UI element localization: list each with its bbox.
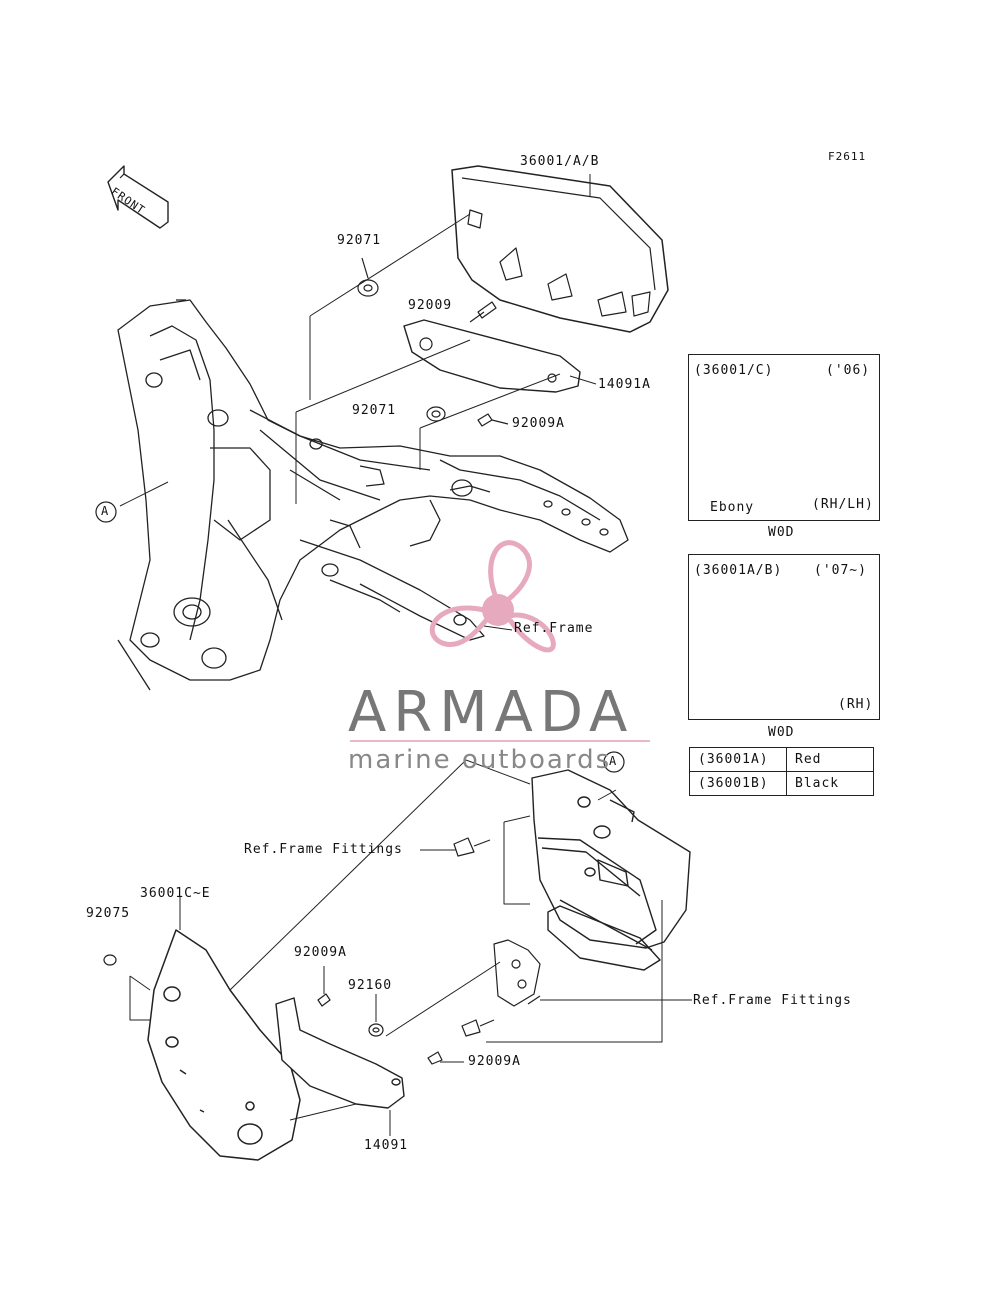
callout-g: Ref.Frame <box>514 621 594 636</box>
table-cell-code: (36001A) <box>689 747 787 772</box>
bolt-lower-right <box>453 837 495 1037</box>
grommet-upper <box>357 257 379 297</box>
washer-lower <box>103 954 443 1065</box>
inset-top-box <box>688 354 880 521</box>
grommet-middle <box>426 406 446 422</box>
inset-top-side: (RH/LH) <box>812 497 874 512</box>
callout-b: 92071 <box>337 233 382 248</box>
ref-marker-right-circle <box>603 751 625 773</box>
ref-marker-right: A <box>609 754 618 768</box>
inset-top-code: (36001/C) <box>694 363 774 378</box>
inset-top-caption: W0D <box>768 525 795 540</box>
leader-lines-lower <box>129 759 692 1136</box>
color-code-table: (36001A) Red (36001B) Black <box>689 747 874 796</box>
ref-marker-left: A <box>101 504 110 518</box>
watermark-tagline: marine outboards <box>348 745 612 775</box>
inset-top-year: ('06) <box>826 363 871 378</box>
cover-plate-upper <box>403 319 581 393</box>
leader-lines-top <box>119 174 597 631</box>
bracket-lower <box>493 939 541 1007</box>
callout-f: 92009A <box>512 416 565 431</box>
callout-k: 92009A <box>294 945 347 960</box>
callout-i: 36001C~E <box>140 886 211 901</box>
table-row: (36001B) Black <box>689 771 874 796</box>
callout-h: Ref.Frame Fittings <box>244 842 403 857</box>
cover-plate-lower <box>275 997 405 1109</box>
callout-m: 92009A <box>468 1054 521 1069</box>
callout-n: 14091 <box>364 1138 409 1153</box>
table-cell-color: Red <box>786 747 874 772</box>
figure-code: F2611 <box>828 150 867 163</box>
inset-top-color-note: Ebony <box>710 500 755 515</box>
table-cell-code: (36001B) <box>689 771 787 796</box>
watermark-brand: ARMADA <box>348 680 635 745</box>
motorcycle-frame <box>117 299 629 691</box>
front-arrow-icon <box>107 165 169 229</box>
callout-d: 14091A <box>598 377 651 392</box>
bolt-middle <box>477 413 509 427</box>
inset-bottom-side: (RH) <box>838 697 874 712</box>
inset-bottom-box <box>688 554 880 720</box>
callout-c: 92009 <box>408 298 453 313</box>
table-row: (36001A) Red <box>689 747 874 772</box>
callout-e: 92071 <box>352 403 397 418</box>
bolt-upper <box>469 301 497 323</box>
callout-a: 36001/A/B <box>520 154 600 169</box>
callout-o: Ref.Frame Fittings <box>693 993 852 1008</box>
callout-j: 92075 <box>86 906 131 921</box>
inset-bottom-year: ('07~) <box>814 563 867 578</box>
inner-cover-lower <box>531 769 691 971</box>
callout-l: 92160 <box>348 978 393 993</box>
inset-bottom-caption: W0D <box>768 725 795 740</box>
table-cell-color: Black <box>786 771 874 796</box>
side-cover-upper <box>451 165 669 333</box>
side-cover-lower <box>147 929 301 1161</box>
watermark-divider <box>350 740 650 742</box>
propeller-logo-icon <box>429 540 556 653</box>
ref-marker-left-circle <box>95 501 117 523</box>
inset-bottom-code: (36001A/B) <box>694 563 783 578</box>
